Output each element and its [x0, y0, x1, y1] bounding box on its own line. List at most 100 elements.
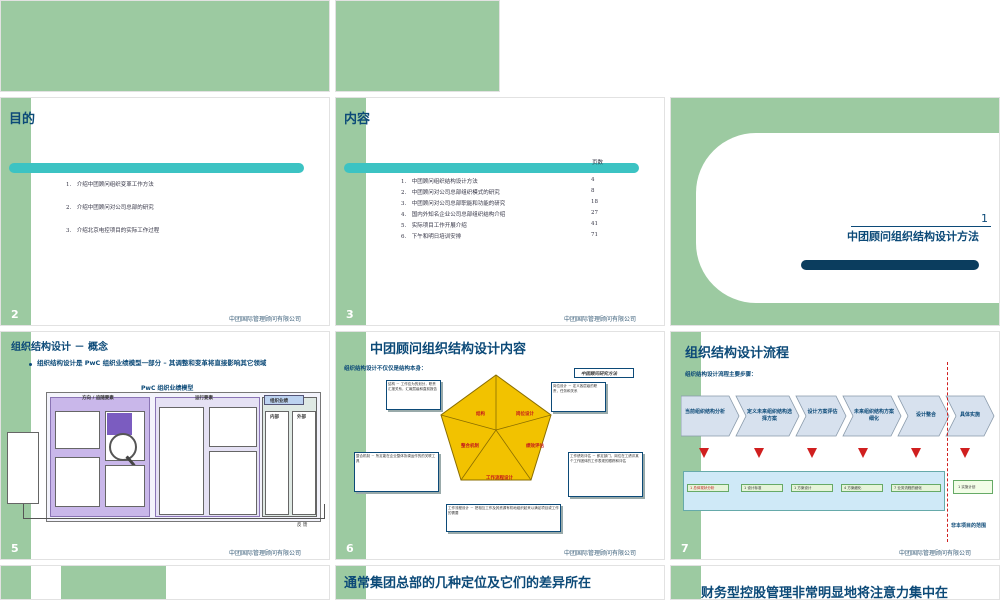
down-arrow-icon: [911, 448, 921, 458]
down-arrow-icon: [858, 448, 868, 458]
header-org: 组织业绩: [264, 395, 304, 405]
page-title: 目的: [9, 112, 36, 127]
green-panel: [1, 1, 329, 91]
toc-page: 8: [591, 188, 595, 194]
step-label: 设计方案评估: [807, 409, 838, 415]
scope-divider: [947, 362, 948, 542]
slide-number: 6: [346, 542, 354, 555]
slide-number: 7: [681, 542, 689, 555]
model-title: PwC 组织业绩模型: [141, 385, 194, 392]
divider-bar: [344, 163, 639, 173]
green-panel: [671, 566, 701, 599]
slide-contents[interactable]: 内容 页数 1. 中团顾问组织结构设计方法 4 2. 中团顾问对公司总部组织模式…: [335, 97, 665, 326]
feedback-label: 反 馈: [297, 523, 308, 528]
list-item: 2. 介绍中团顾问对公司总部的研究: [66, 205, 154, 211]
step-label: 具体实施: [959, 412, 980, 418]
slide-number: 2: [11, 308, 19, 321]
detail-item: 4 方案细化: [841, 484, 883, 492]
green-panel: [336, 332, 366, 559]
slide-blank-top-left[interactable]: [0, 0, 330, 92]
step-chevron: [897, 395, 950, 437]
process-box: [159, 407, 204, 515]
down-arrow-icon: [960, 448, 970, 458]
people-box: [105, 465, 145, 507]
section-title: 中团顾问组织结构设计方法: [847, 230, 979, 243]
toc-page: 71: [591, 232, 598, 238]
accent-bar: [801, 260, 979, 270]
header-direction: 方向 / 追随要素: [82, 396, 114, 401]
footer-company: 中团国际管理顾问有限公司: [564, 316, 637, 323]
slide-concept[interactable]: 组织结构设计 － 概念 组织结构设计是 PwC 组织业绩模型一部分 – 其调整和…: [0, 331, 330, 560]
page-title: 组织结构设计 － 概念: [11, 342, 108, 353]
toc-page: 4: [591, 177, 595, 183]
slide-blank-top-middle[interactable]: [335, 0, 500, 92]
step-chevron: [681, 395, 740, 437]
step-chevron: [945, 395, 995, 437]
footer-company: 中团国际管理顾问有限公司: [229, 316, 302, 323]
step-chevron: [795, 395, 847, 437]
page-title: 组织结构设计流程: [685, 346, 790, 361]
slide-section-divider[interactable]: 1 中团顾问组织结构设计方法: [670, 97, 1000, 326]
green-panel: [671, 332, 701, 559]
implementation-item: 1 实施计划: [953, 480, 993, 494]
page-title: 内容: [344, 112, 371, 127]
pentagon-label: 结构: [476, 412, 485, 417]
toc-item: 1. 中团顾问组织结构设计方法: [401, 179, 478, 185]
slide-purpose[interactable]: 目的 1. 介绍中团顾问组织变革工作方法 2. 介绍中团顾问对公司总部的研究 3…: [0, 97, 330, 326]
feedback-loop: [23, 504, 325, 519]
detail-item: 1 设计标准: [741, 484, 783, 492]
toc-item: 3. 中团顾问对公司总部职能和功能的研究: [401, 201, 506, 207]
footer-company: 中团国际管理顾问有限公司: [564, 550, 637, 557]
model-diagram: 方向 / 追随要素 运行要素 组织业绩 内部 外部: [46, 392, 321, 522]
process-chevrons: [681, 395, 995, 437]
culture-box: [55, 457, 100, 507]
pentagon-diagram: [440, 374, 552, 481]
subtitle: 组织结构设计流程主要步骤：: [685, 372, 757, 378]
integration-box: 整合机制 － 所定能在企业整体协调运作的的关联工具: [354, 452, 439, 492]
slide-partial-right[interactable]: 财务型控股管理非常明显地将注意力集中在: [670, 565, 1000, 600]
toc-item: 5. 实际项目工作开展介绍: [401, 223, 467, 229]
detail-item: 1 方案设计: [791, 484, 833, 492]
page-column-header: 页数: [592, 160, 604, 166]
green-panel: [336, 566, 366, 599]
strategy-box: [55, 411, 100, 449]
white-rounded-panel: [696, 133, 999, 303]
performance-box: 工作绩效评估 － 即定部门，岗位在工绩评某个工作团体的工作表现的跟踪和评估: [568, 452, 643, 497]
list-item: 1. 介绍中团顾问组织变革工作方法: [66, 182, 154, 188]
header-operation: 运行要素: [195, 396, 213, 401]
page-title: 中团顾问组织结构设计内容: [370, 342, 527, 357]
green-panel: [1, 566, 31, 599]
step-label: 定义未来组织结构选择方案: [747, 409, 793, 422]
slide-number: 3: [346, 308, 354, 321]
toc-item: 4. 国内外知名企业公司总部组织结构介绍: [401, 212, 506, 218]
detail-item: 7 业务流程的细化: [891, 484, 941, 492]
subtitle: 组织结构设计不仅仅是结构本身：: [344, 366, 427, 372]
step-chevron: [735, 395, 800, 437]
page-title: 通常集团总部的几种定位及它们的差异所在: [344, 576, 592, 591]
slide-partial-middle[interactable]: 通常集团总部的几种定位及它们的差异所在: [335, 565, 665, 600]
method-label: 中团顾问研究方法: [574, 368, 634, 378]
environment-box: [7, 432, 39, 504]
toc-page: 41: [591, 221, 598, 227]
magnifier-icon: [109, 433, 137, 461]
internal-box: 内部: [265, 411, 289, 515]
green-panel: [336, 1, 499, 91]
step-label: 设计整合: [915, 412, 936, 418]
slide-design-content[interactable]: 中团顾问组织结构设计内容 组织结构设计不仅仅是结构本身： 中团顾问研究方法 结构…: [335, 331, 665, 560]
toc-page: 18: [591, 199, 598, 205]
step-label: 未来组织结构方案细化: [853, 409, 894, 422]
system-box: [209, 451, 257, 515]
highlight-box: [107, 413, 132, 435]
toc-item: 2. 中团顾问对公司总部组织模式的研究: [401, 190, 500, 196]
section-number: 1: [981, 212, 988, 225]
bullet-dot: [29, 363, 32, 366]
structure-box: 结构 － 工作应为的划分，职责汇报关系，汇報层级和直前报告: [386, 380, 441, 410]
pentagon-label: 绩效评估: [526, 444, 544, 449]
step-chevron: [842, 395, 902, 437]
green-panel: [1, 98, 31, 325]
toc-page: 27: [591, 210, 598, 216]
position-box: 岗位设计 － 定义各层级的职责，任务和关系: [551, 382, 606, 412]
slide-partial-left[interactable]: [0, 565, 330, 600]
slide-design-process[interactable]: 组织结构设计流程 组织结构设计流程主要步骤： 当前组织结构分析 定义未来组织结构…: [670, 331, 1000, 560]
bullet-text: 组织结构设计是 PwC 组织业绩模型一部分 – 其调整和变革将直接影响其它领域: [37, 359, 267, 367]
